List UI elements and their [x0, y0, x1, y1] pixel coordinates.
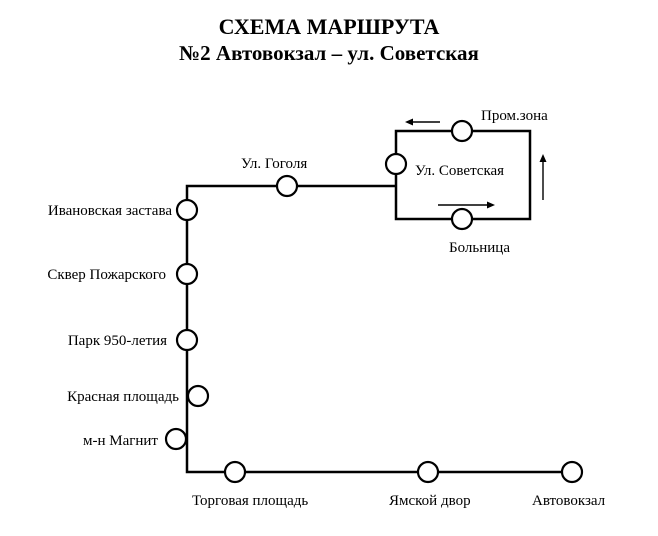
- direction-arrow-right: [438, 201, 495, 209]
- stop-marker-yamskoy: [416, 460, 440, 484]
- stop-label-magnit: м-н Магнит: [83, 433, 158, 449]
- route-line: [185, 129, 572, 474]
- stop-marker-park: [175, 328, 199, 352]
- stop-label-torgovaya: Торговая площадь: [192, 493, 308, 509]
- diagram-title: СХЕМА МАРШРУТА: [218, 14, 440, 39]
- stop-marker-krasnaya: [186, 384, 210, 408]
- stop-label-bolnitsa: Больница: [449, 240, 510, 256]
- stop-label-gogolya: Ул. Гоголя: [241, 156, 307, 172]
- stop-label-ivanovskaya: Ивановская застава: [48, 203, 172, 219]
- stop-marker-gogolya: [275, 174, 299, 198]
- stop-marker-torgovaya: [223, 460, 247, 484]
- route-subtitle: №2 Автовокзал – ул. Советская: [179, 41, 479, 65]
- stop-label-prom-zona: Пром.зона: [481, 108, 548, 124]
- stop-marker-ivanovskaya: [175, 198, 199, 222]
- stop-label-avtovokzal: Автовокзал: [532, 493, 606, 509]
- stop-label-yamskoy: Ямской двор: [389, 493, 471, 509]
- stop-marker-prom-zona: [450, 119, 474, 143]
- direction-arrow-left: [405, 118, 440, 126]
- direction-arrow-up: [539, 154, 547, 200]
- stop-marker-skver: [175, 262, 199, 286]
- stop-marker-avtovokzal: [560, 460, 584, 484]
- stop-label-park: Парк 950-летия: [68, 333, 167, 349]
- stop-label-krasnaya: Красная площадь: [67, 389, 179, 405]
- stop-label-skver: Сквер Пожарского: [47, 267, 166, 283]
- stop-marker-sovetskaya: [384, 152, 408, 176]
- stop-marker-magnit: [164, 427, 188, 451]
- stop-label-sovetskaya: Ул. Советская: [415, 163, 504, 179]
- stop-marker-bolnitsa: [450, 207, 474, 231]
- main-route-line: [185, 184, 572, 474]
